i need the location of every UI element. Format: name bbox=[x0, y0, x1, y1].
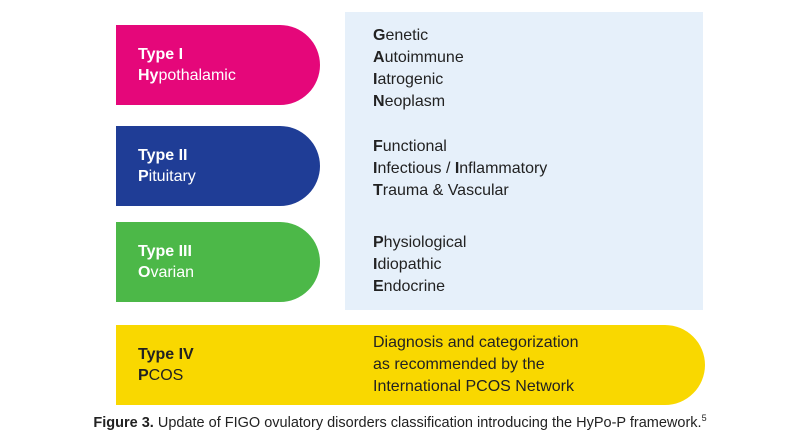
cause-item: Physiological bbox=[373, 234, 467, 251]
type-name: Hypothalamic bbox=[138, 67, 236, 84]
cause-item: Functional bbox=[373, 138, 447, 155]
type-3-pill: Type III Ovarian bbox=[116, 222, 320, 302]
type-title: Type I bbox=[138, 46, 184, 63]
type-title: Type III bbox=[138, 243, 192, 260]
cause-item: Endocrine bbox=[373, 278, 446, 295]
description-line: International PCOS Network bbox=[373, 378, 574, 395]
type-name: PCOS bbox=[138, 367, 184, 384]
cause-item: Neoplasm bbox=[373, 93, 446, 110]
cause-item: Autoimmune bbox=[373, 49, 464, 66]
description-line: Diagnosis and categorization bbox=[373, 334, 579, 351]
type-name: Ovarian bbox=[138, 264, 195, 281]
type-3-causes: Physiological Idiopathic Endocrine bbox=[373, 232, 466, 298]
cause-item: Iatrogenic bbox=[373, 71, 444, 88]
type-4-pill: Type IV PCOS bbox=[116, 325, 705, 405]
cause-item: Trauma & Vascular bbox=[373, 182, 509, 199]
description-line: as recommended by the bbox=[373, 356, 545, 373]
type-title: Type II bbox=[138, 147, 188, 164]
cause-item: Infectious / Inflammatory bbox=[373, 160, 548, 177]
causes-panel bbox=[345, 12, 703, 310]
cause-item: Genetic bbox=[373, 27, 429, 44]
cause-item: Idiopathic bbox=[373, 256, 442, 273]
figure-caption: Figure 3. Update of FIGO ovulatory disor… bbox=[93, 413, 707, 431]
type-2-pill: Type II Pituitary bbox=[116, 126, 320, 206]
type-title: Type IV bbox=[138, 346, 194, 363]
type-1-pill: Type I Hypothalamic bbox=[116, 25, 320, 105]
type-2-causes: Functional Infectious / Inflammatory Tra… bbox=[373, 136, 547, 202]
type-name: Pituitary bbox=[138, 168, 196, 185]
type-1-causes: Genetic Autoimmune Iatrogenic Neoplasm bbox=[373, 25, 464, 113]
type-4-description: Diagnosis and categorization as recommen… bbox=[373, 332, 578, 398]
